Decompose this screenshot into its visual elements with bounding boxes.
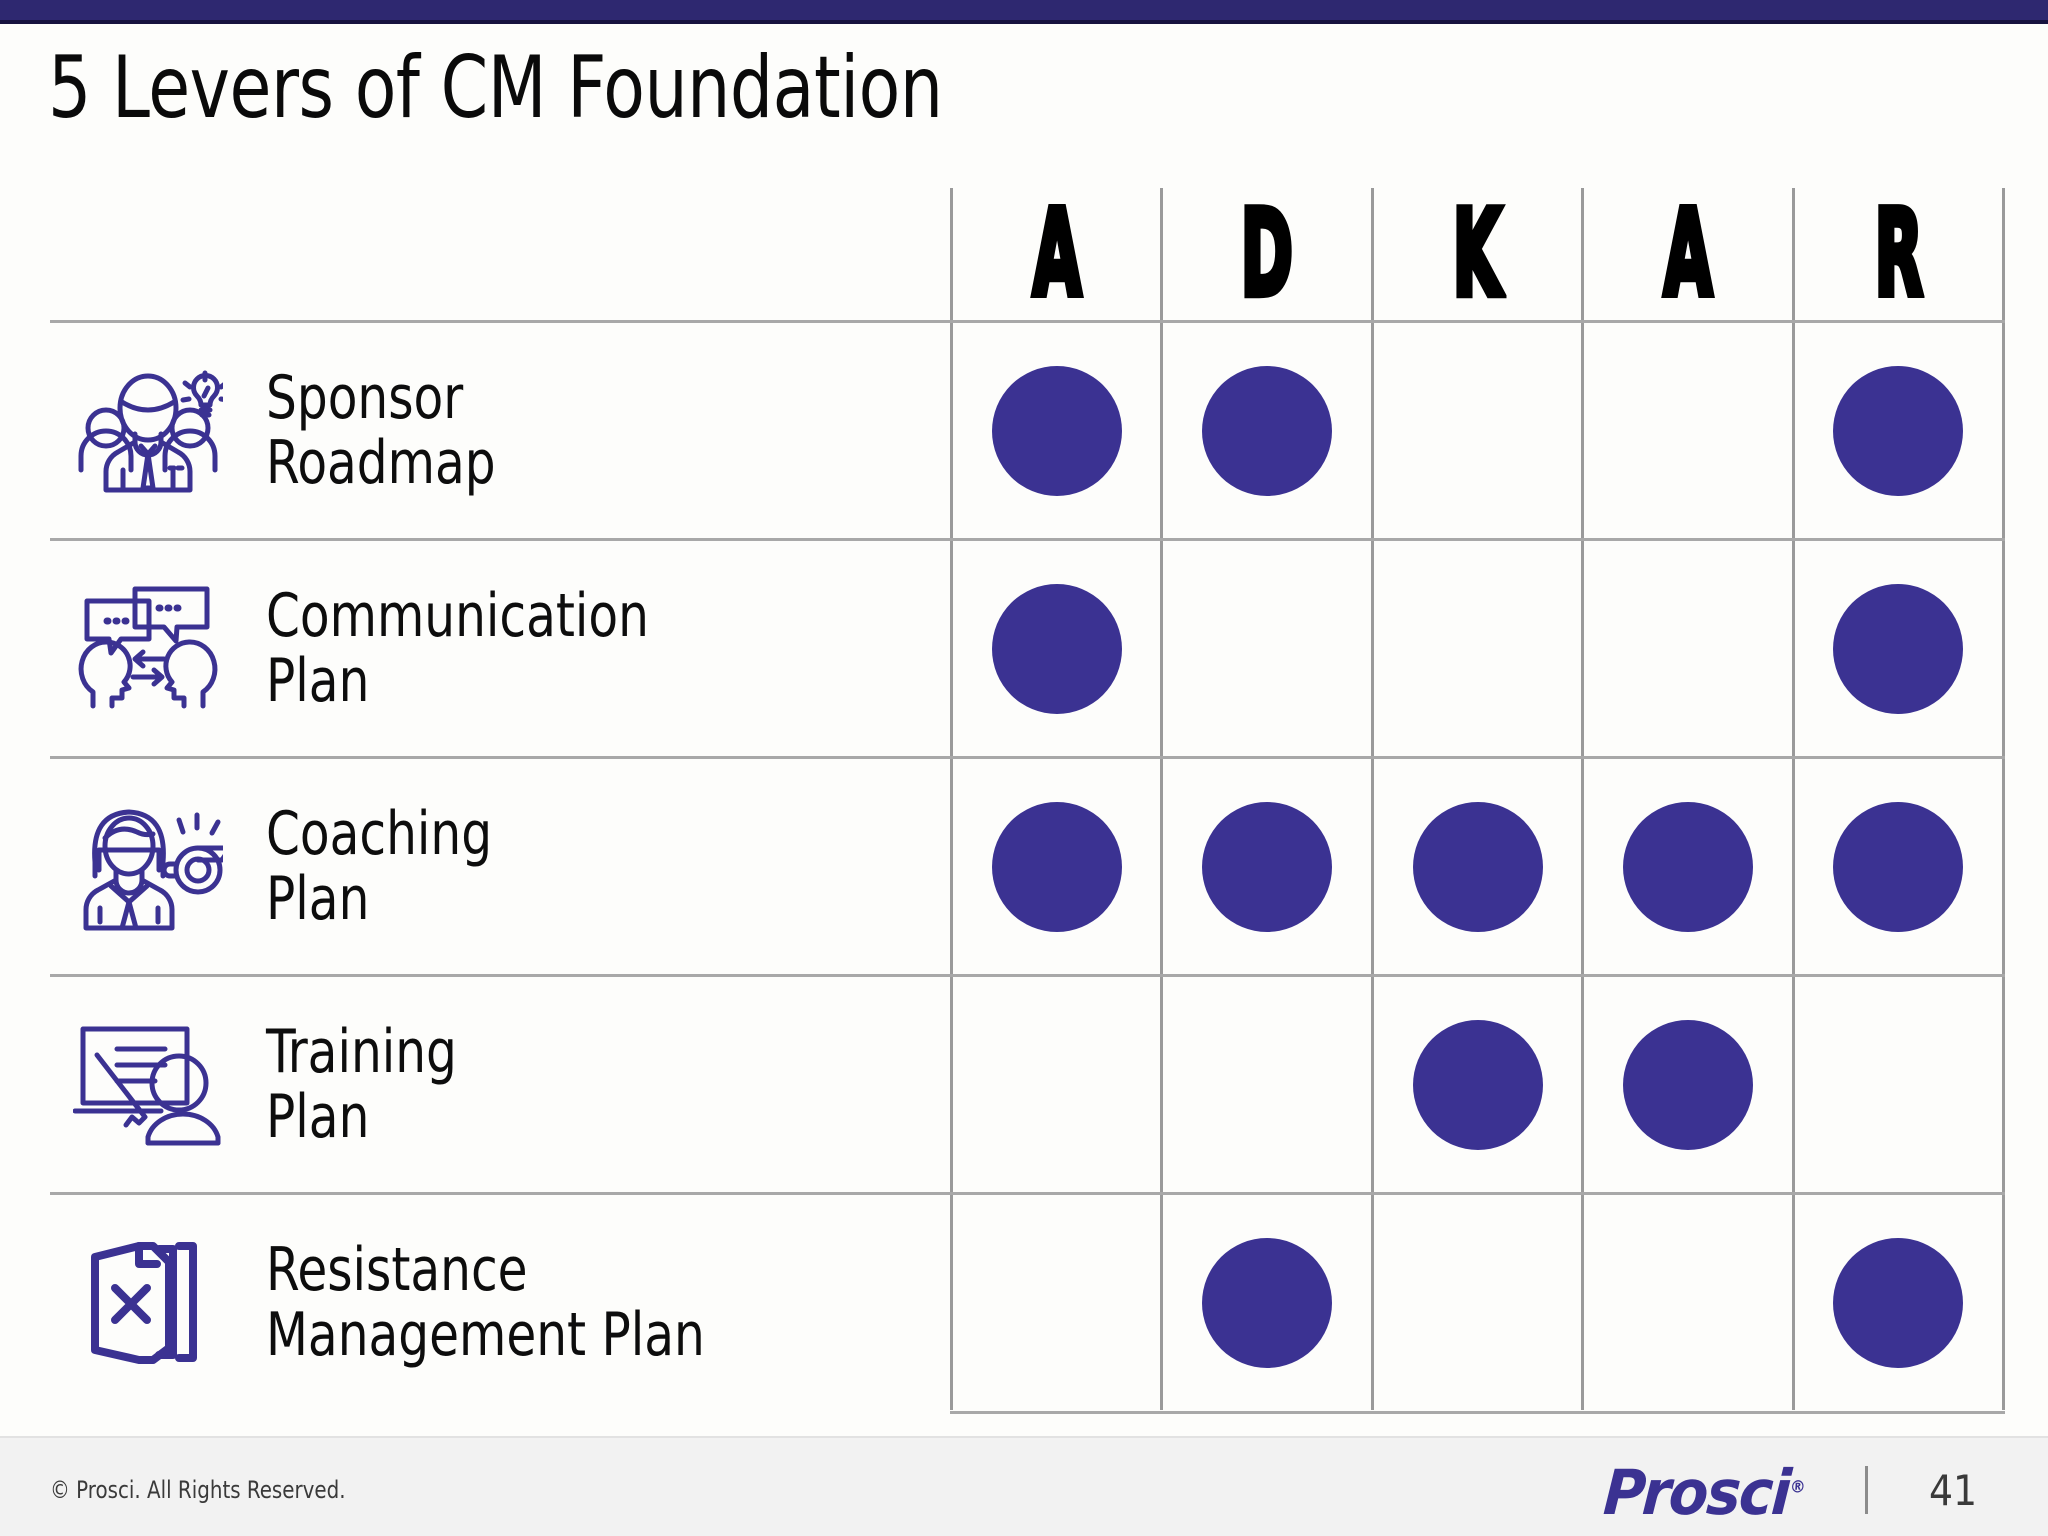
dot-marker bbox=[1412, 1019, 1543, 1150]
row-label-text: Communication Plan bbox=[266, 580, 649, 716]
table-row: Training Plan bbox=[50, 974, 2006, 1192]
dot-marker bbox=[1833, 365, 1964, 496]
prosci-logo-text: Prosci bbox=[1601, 1456, 1793, 1529]
adkar-letter-a: A bbox=[1030, 185, 1083, 323]
page-number: 41 bbox=[1928, 1466, 1978, 1515]
row-label-line1: Communication bbox=[266, 580, 649, 651]
table-row: Communication Plan bbox=[50, 538, 2006, 756]
row-label-line2: Plan bbox=[266, 863, 370, 934]
cell-sponsor-r bbox=[1791, 323, 2006, 538]
row-label-line2: Plan bbox=[266, 645, 370, 716]
dot-marker bbox=[1833, 1237, 1964, 1368]
copyright-text: © Prosci. All Rights Reserved. bbox=[50, 1476, 346, 1504]
row-label-line2: Plan bbox=[266, 1081, 370, 1152]
row-label-line1: Training bbox=[266, 1016, 457, 1087]
column-header-knowledge: K bbox=[1370, 185, 1581, 323]
adkar-letter-d: D bbox=[1239, 185, 1295, 323]
cell-communication-r bbox=[1791, 541, 2006, 756]
dot-marker bbox=[991, 801, 1122, 932]
row-label-line2: Roadmap bbox=[266, 427, 496, 498]
row-label-text: Coaching Plan bbox=[266, 798, 493, 934]
cell-training-k bbox=[1370, 977, 1581, 1192]
cell-resistance-r bbox=[1791, 1195, 2006, 1410]
speech-bubbles-two-heads-icon bbox=[68, 583, 228, 715]
cell-training-r bbox=[1791, 977, 2006, 1192]
row-label-text: Resistance Management Plan bbox=[266, 1234, 705, 1370]
cell-resistance-a bbox=[950, 1195, 1160, 1410]
cell-sponsor-a2 bbox=[1581, 323, 1791, 538]
dot-marker bbox=[1622, 801, 1753, 932]
cell-resistance-a2 bbox=[1581, 1195, 1791, 1410]
cell-resistance-d bbox=[1160, 1195, 1370, 1410]
dot-marker bbox=[1202, 365, 1333, 496]
footer-divider bbox=[1865, 1466, 1868, 1514]
row-label-resistance-management-plan: Resistance Management Plan bbox=[50, 1195, 950, 1410]
cell-sponsor-a bbox=[950, 323, 1160, 538]
cell-communication-d bbox=[1160, 541, 1370, 756]
cell-coaching-d bbox=[1160, 759, 1370, 974]
dot-marker bbox=[991, 365, 1122, 496]
sponsor-team-lightbulb-icon bbox=[68, 366, 228, 496]
page-title: 5 Levers of CM Foundation bbox=[48, 38, 943, 138]
row-label-coaching-plan: Coaching Plan bbox=[50, 759, 950, 974]
dot-marker bbox=[1202, 1237, 1333, 1368]
column-header-ability: A bbox=[1581, 188, 1791, 320]
row-label-text: Training Plan bbox=[266, 1016, 457, 1152]
row-label-line2: Management Plan bbox=[266, 1299, 705, 1370]
matrix-header-row: A D K A R bbox=[50, 185, 2006, 323]
cell-coaching-r bbox=[1791, 759, 2006, 974]
row-label-line1: Coaching bbox=[266, 798, 493, 869]
adkar-letter-r: R bbox=[1872, 185, 1924, 323]
adkar-letter-a2: A bbox=[1662, 185, 1715, 323]
column-header-awareness: A bbox=[950, 188, 1160, 320]
column-header-reinforcement: R bbox=[1791, 185, 2006, 323]
adkar-letter-k: K bbox=[1451, 185, 1504, 323]
documents-x-icon bbox=[68, 1240, 228, 1366]
registered-trademark-mark: ® bbox=[1789, 1477, 1807, 1498]
adkar-matrix: A D K A R bbox=[50, 185, 2006, 1414]
dot-marker bbox=[1412, 801, 1543, 932]
table-row: Sponsor Roadmap bbox=[50, 320, 2006, 538]
cell-sponsor-k bbox=[1370, 323, 1581, 538]
cell-coaching-k bbox=[1370, 759, 1581, 974]
header-underline-left bbox=[50, 320, 950, 323]
table-row: Resistance Management Plan bbox=[50, 1192, 2006, 1410]
row-label-training-plan: Training Plan bbox=[50, 977, 950, 1192]
cell-communication-a2 bbox=[1581, 541, 1791, 756]
coach-whistle-icon bbox=[68, 802, 228, 932]
cell-communication-a bbox=[950, 541, 1160, 756]
cell-training-d bbox=[1160, 977, 1370, 1192]
top-accent-bar-underline bbox=[0, 20, 2048, 24]
row-label-line1: Sponsor bbox=[266, 362, 464, 433]
cell-sponsor-d bbox=[1160, 323, 1370, 538]
header-blank-cell bbox=[50, 188, 950, 320]
cell-resistance-k bbox=[1370, 1195, 1581, 1410]
cell-coaching-a2 bbox=[1581, 759, 1791, 974]
table-row: Coaching Plan bbox=[50, 756, 2006, 974]
dot-marker bbox=[991, 583, 1122, 714]
prosci-logo: Prosci® bbox=[1602, 1456, 1808, 1529]
column-header-desire: D bbox=[1160, 188, 1370, 320]
dot-marker bbox=[1833, 583, 1964, 714]
slide-footer: © Prosci. All Rights Reserved. Prosci® 4… bbox=[0, 1436, 2048, 1536]
top-accent-bar bbox=[0, 0, 2048, 20]
row-label-text: Sponsor Roadmap bbox=[266, 362, 496, 498]
row-label-communication-plan: Communication Plan bbox=[50, 541, 950, 756]
cell-training-a2 bbox=[1581, 977, 1791, 1192]
row-label-line1: Resistance bbox=[266, 1234, 528, 1305]
matrix-bottom-border bbox=[950, 1411, 2005, 1414]
row-label-sponsor-roadmap: Sponsor Roadmap bbox=[50, 323, 950, 538]
cell-coaching-a bbox=[950, 759, 1160, 974]
dot-marker bbox=[1202, 801, 1333, 932]
cell-communication-k bbox=[1370, 541, 1581, 756]
cell-training-a bbox=[950, 977, 1160, 1192]
dot-marker bbox=[1833, 801, 1964, 932]
whiteboard-presenter-icon bbox=[68, 1021, 228, 1149]
dot-marker bbox=[1622, 1019, 1753, 1150]
